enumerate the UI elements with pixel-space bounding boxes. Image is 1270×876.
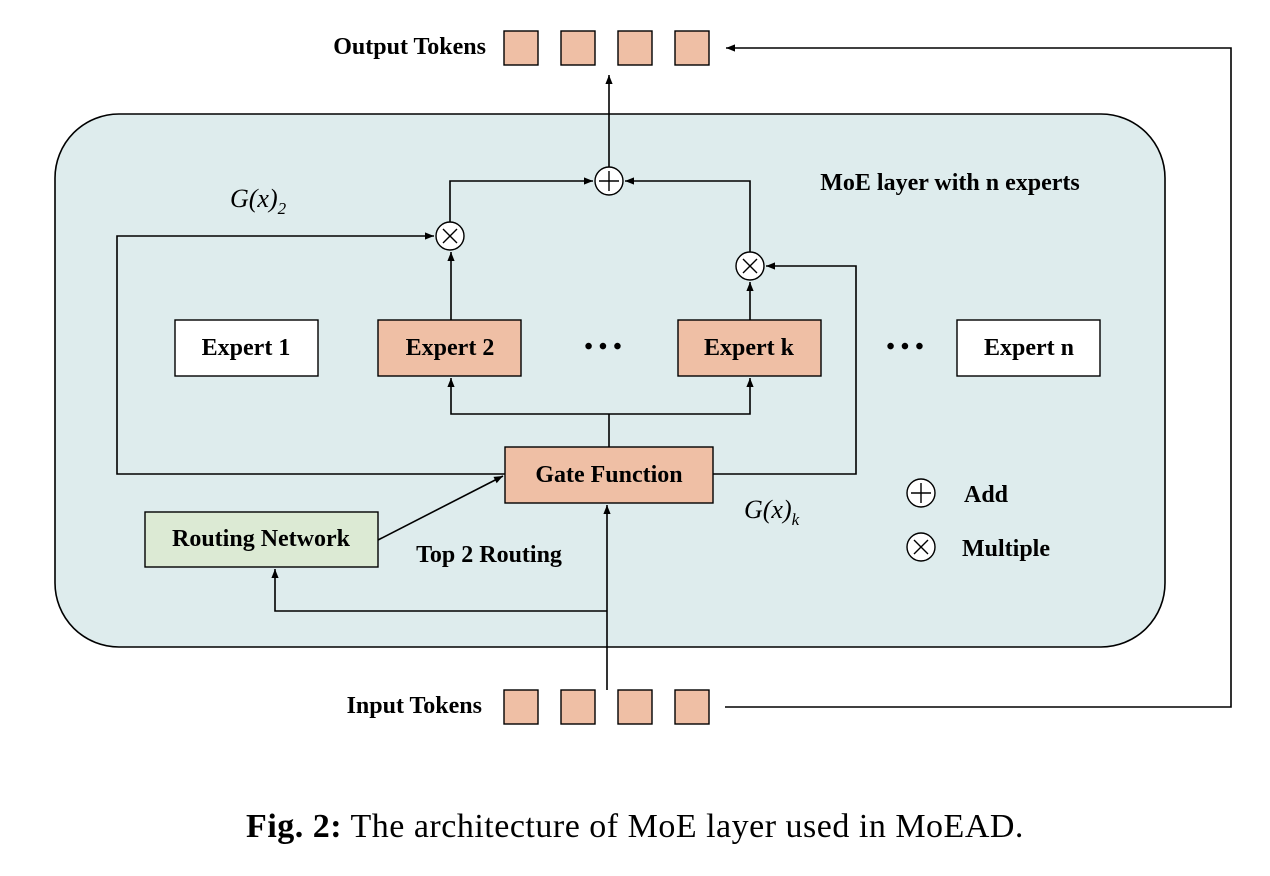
routing-to-gate-arrow	[377, 475, 504, 541]
experts-ellipsis-1: • • •	[584, 334, 621, 360]
weight-2-label: G(x)2	[230, 184, 287, 218]
input-tokens-label: Input Tokens	[347, 693, 482, 719]
caption-text: The architecture of MoE layer used in Mo…	[350, 808, 1024, 845]
legend-add-label: Add	[964, 482, 1009, 508]
figure-caption: Fig. 2: The architecture of MoE layer us…	[0, 808, 1270, 846]
gate-to-expert-k-arrow	[609, 378, 754, 415]
circle-times-icon	[906, 532, 936, 562]
input-token	[674, 689, 710, 725]
routing-network-box	[144, 511, 379, 568]
experts-ellipsis-2: • • •	[886, 334, 923, 360]
gate-weight-2-arrow	[116, 232, 505, 475]
expert-n-label: Expert n	[984, 335, 1074, 361]
multiply-node-expert-2	[435, 221, 465, 251]
input-token	[560, 689, 596, 725]
legend-multiply-label: Multiple	[962, 536, 1050, 562]
expert-1-box	[174, 319, 319, 377]
output-token	[674, 30, 710, 66]
top2-routing-label: Top 2 Routing	[416, 542, 562, 568]
input-token	[617, 689, 653, 725]
output-tokens-label: Output Tokens	[333, 34, 486, 60]
output-token	[617, 30, 653, 66]
routing-network-label: Routing Network	[172, 526, 351, 552]
circle-plus-icon	[906, 478, 936, 508]
caption-prefix: Fig. 2:	[246, 808, 343, 845]
input-token	[503, 689, 539, 725]
expert-2-box	[377, 319, 522, 377]
gate-function-label: Gate Function	[535, 462, 682, 488]
expert-2-label: Expert 2	[406, 335, 495, 361]
gate-function-box	[504, 446, 714, 504]
multiply-k-to-add-arrow	[625, 177, 751, 252]
input-to-routing-arrow	[271, 569, 607, 612]
output-token	[560, 30, 596, 66]
gate-weight-k-arrow	[713, 262, 857, 475]
add-node	[594, 166, 624, 196]
expert-1-label: Expert 1	[202, 335, 291, 361]
expert-n-box	[956, 319, 1101, 377]
multiply-2-to-add-arrow	[449, 177, 593, 222]
weight-k-label: G(x)k	[744, 495, 800, 529]
output-token	[503, 30, 539, 66]
gate-to-expert-2-arrow	[447, 378, 609, 415]
moe-layer-label: MoE layer with n experts	[820, 170, 1080, 196]
residual-connection	[725, 44, 1232, 708]
expert-k-label: Expert k	[704, 335, 795, 361]
multiply-node-expert-k	[735, 251, 765, 281]
